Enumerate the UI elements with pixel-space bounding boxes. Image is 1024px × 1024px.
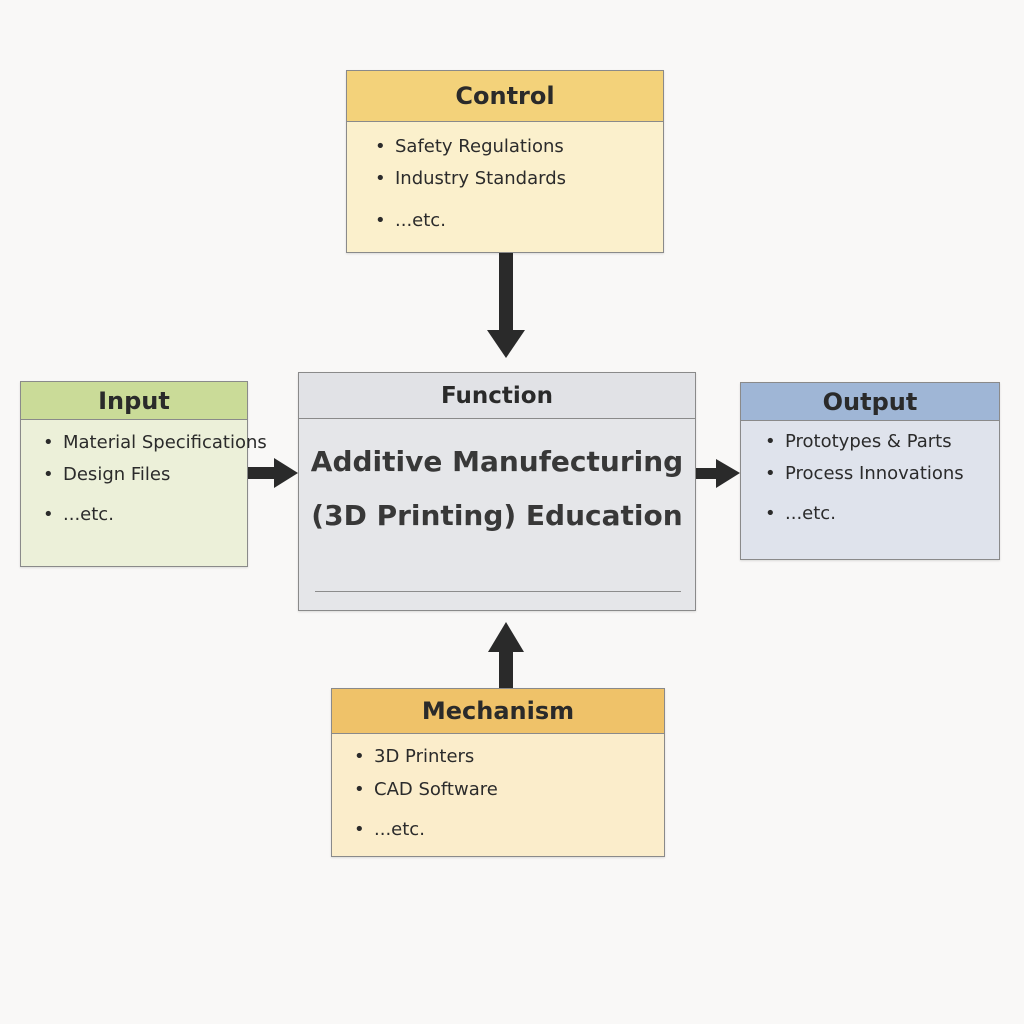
list-item: • ...etc. — [765, 503, 999, 525]
list-item: • Material Specifications — [43, 432, 267, 454]
bullet-icon: • — [375, 136, 386, 157]
bullet-icon: • — [354, 746, 365, 767]
control-title: Control — [347, 71, 663, 122]
function-divider — [315, 591, 681, 592]
bullet-icon: • — [375, 168, 386, 189]
list-item: • Industry Standards — [375, 168, 663, 190]
function-box: Function Additive Manufecturing (3D Prin… — [298, 372, 696, 611]
output-title: Output — [741, 383, 999, 421]
output-box: Output • Prototypes & Parts • Process Inno… — [740, 382, 1000, 560]
list-item-label: ...etc. — [374, 819, 425, 840]
bullet-icon: • — [765, 503, 776, 524]
input-title: Input — [21, 382, 247, 420]
mechanism-title: Mechanism — [332, 689, 664, 734]
input-list: • Material Specifications • Design Files •… — [43, 432, 267, 526]
mechanism-list: • 3D Printers • CAD Software • ...etc. — [354, 746, 664, 841]
function-line-1: Additive Manufecturing — [310, 445, 684, 478]
list-item: • CAD Software — [354, 779, 664, 801]
arrow-mechanism-to-function — [488, 622, 524, 690]
list-item-label: ...etc. — [63, 504, 114, 525]
list-item-label: ...etc. — [785, 503, 836, 524]
list-item-label: ...etc. — [395, 210, 446, 231]
input-box: Input • Material Specifications • Design F… — [20, 381, 267, 567]
list-item: • ...etc. — [43, 504, 247, 526]
list-item-label: Industry Standards — [395, 168, 567, 189]
function-description: Additive Manufecturing (3D Printing) Edu… — [299, 435, 695, 543]
arrow-input-to-function — [247, 458, 298, 488]
list-item-label: 3D Printers — [374, 746, 475, 767]
list-item: • ...etc. — [354, 819, 664, 841]
list-item-label: Process Innovations — [785, 463, 964, 484]
list-item-label: CAD Software — [374, 779, 498, 800]
list-item: • Safety Regulations — [375, 136, 663, 158]
list-item: • 3D Printers — [354, 746, 664, 768]
arrow-function-to-output — [696, 459, 740, 488]
list-item-label: Safety Regulations — [395, 136, 564, 157]
function-title: Function — [299, 373, 695, 419]
function-line-2: (3D Printing) Education — [311, 499, 683, 532]
bullet-icon: • — [43, 464, 54, 485]
output-list: • Prototypes & Parts • Process Innovations… — [765, 431, 999, 525]
bullet-icon: • — [43, 504, 54, 525]
list-item: • Design Files — [43, 464, 247, 486]
bullet-icon: • — [765, 431, 776, 452]
list-item-label: Prototypes & Parts — [785, 431, 952, 452]
mechanism-box: Mechanism • 3D Printers • CAD Software •..… — [331, 688, 665, 857]
list-item-label: Material Specifications — [63, 432, 267, 453]
bullet-icon: • — [43, 432, 54, 453]
arrow-control-to-function — [487, 252, 525, 358]
list-item-label: Design Files — [63, 464, 171, 485]
bullet-icon: • — [354, 779, 365, 800]
control-list: •Safety Regulations •Industry Standards … — [375, 136, 663, 232]
list-item: • ...etc. — [375, 210, 663, 232]
bullet-icon: • — [354, 819, 365, 840]
bullet-icon: • — [765, 463, 776, 484]
list-item: • Prototypes & Parts — [765, 431, 999, 453]
list-item: • Process Innovations — [765, 463, 999, 485]
bullet-icon: • — [375, 210, 386, 231]
control-box: Control • Safety Regulations • Industry St… — [346, 70, 664, 253]
